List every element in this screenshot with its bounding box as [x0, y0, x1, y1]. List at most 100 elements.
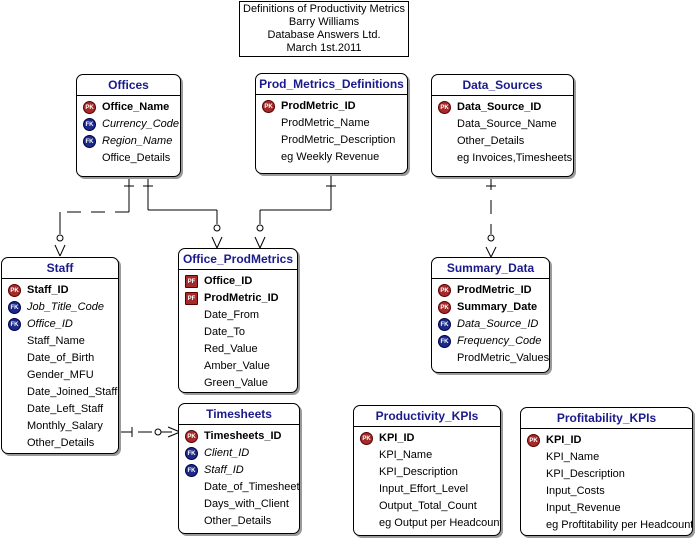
- office-prodmetrics-key-label: Office_ID: [204, 275, 253, 287]
- summary-data-key-label: Frequency_Code: [457, 335, 542, 347]
- timesheets-attribute: Date_of_Timesheet: [204, 481, 300, 493]
- foreign-key-icon: FK: [185, 447, 198, 460]
- summary-data-key-row: FK Frequency_Code: [432, 333, 549, 350]
- office-prodmetrics-attribute: Date_To: [204, 326, 245, 338]
- foreign-key-icon: FK: [438, 318, 451, 331]
- summary-data-key-label: Summary_Date: [457, 301, 538, 313]
- productivity-kpis-attribute: Output_Total_Count: [379, 500, 477, 512]
- staff-entity-title: Staff: [2, 258, 118, 279]
- title-line-2: Barry Williams: [288, 16, 360, 28]
- title-line-4: March 1st.2011: [286, 42, 362, 54]
- summary-data-key-label: Data_Source_ID: [457, 318, 539, 330]
- foreign-key-icon: FK: [8, 318, 21, 331]
- offices-entity-title: Offices: [77, 75, 180, 96]
- staff-key-label: Office_ID: [27, 318, 73, 330]
- data-sources-attribute: Data_Source_Name: [457, 118, 557, 130]
- foreign-key-icon: FK: [438, 335, 451, 348]
- office-prodmetrics-key-row: PF ProdMetric_ID: [179, 290, 297, 307]
- office-prodmetrics-attribute: Green_Value: [204, 377, 269, 389]
- timesheets-key-label: Staff_ID: [204, 464, 244, 476]
- offices-key-label: Region_Name: [102, 135, 173, 147]
- title-line-3: Database Answers Ltd.: [267, 29, 381, 41]
- timesheets-attribute: Other_Details: [204, 515, 272, 527]
- productivity-kpis-key-row: PK KPI_ID: [354, 430, 500, 447]
- productivity-kpis-attribute: KPI_Description: [379, 466, 458, 478]
- summary-data-key-row: PK Summary_Date: [432, 299, 549, 316]
- productivity-kpis-attribute: Input_Effort_Level: [379, 483, 469, 495]
- profitability-kpis-key-label: KPI_ID: [546, 434, 582, 446]
- prod-metrics-definitions-key-row: PK ProdMetric_ID: [256, 98, 407, 115]
- foreign-key-icon: FK: [185, 464, 198, 477]
- offices-key-label: Office_Name: [102, 101, 170, 113]
- staff-attribute: Date_Joined_Staff: [27, 386, 118, 398]
- primary-key-icon: PK: [438, 284, 451, 297]
- staff-attribute: Gender_MFU: [27, 369, 94, 381]
- offices-officeprodmetrics-relationship: [143, 176, 223, 249]
- office-prodmetrics-attribute: Red_Value: [204, 343, 258, 355]
- prod-metrics-definitions-key-label: ProdMetric_ID: [281, 100, 356, 112]
- office-prodmetrics-attribute: Date_From: [204, 309, 260, 321]
- primary-key-icon: PK: [527, 434, 540, 447]
- primary-key-icon: PK: [438, 301, 451, 314]
- summary-data-key-row: FK Data_Source_ID: [432, 316, 549, 333]
- staff-key-row: PK Staff_ID: [2, 282, 118, 299]
- staff-key-row: FK Job_Title_Code: [2, 299, 118, 316]
- data-sources-entity-title: Data_Sources: [432, 75, 573, 96]
- productivity-kpis-attribute: KPI_Name: [379, 449, 433, 461]
- staff-attribute: Staff_Name: [27, 335, 85, 347]
- primary-key-icon: PK: [262, 100, 275, 113]
- staff-key-row: FK Office_ID: [2, 316, 118, 333]
- primary-key-icon: PK: [8, 284, 21, 297]
- foreign-key-icon: FK: [8, 301, 21, 314]
- office-prodmetrics-attribute: Amber_Value: [204, 360, 270, 372]
- timesheets-key-label: Timesheets_ID: [204, 430, 282, 442]
- primary-foreign-key-icon: PF: [185, 292, 198, 305]
- title-line-1: Definitions of Productivity Metrics: [243, 3, 405, 15]
- primary-key-icon: PK: [83, 101, 96, 114]
- profitability-kpis-attribute: KPI_Description: [546, 468, 625, 480]
- summary-data-key-label: ProdMetric_ID: [457, 284, 532, 296]
- foreign-key-icon: FK: [83, 135, 96, 148]
- offices-key-row: PK Office_Name: [77, 99, 180, 116]
- profitability-kpis-key-row: PK KPI_ID: [521, 432, 692, 449]
- data-sources-attribute: Other_Details: [457, 135, 525, 147]
- prod-metrics-definitions-attribute: ProdMetric_Name: [281, 117, 370, 129]
- offices-key-row: FK Region_Name: [77, 133, 180, 150]
- staff-key-label: Job_Title_Code: [27, 301, 104, 313]
- staff-key-label: Staff_ID: [27, 284, 69, 296]
- timesheets-attribute: Days_with_Client: [204, 498, 289, 510]
- office-prodmetrics-key-label: ProdMetric_ID: [204, 292, 279, 304]
- staff-attribute: Monthly_Salary: [27, 420, 103, 432]
- productivity-kpis-attribute: eg Output per Headcount: [379, 517, 501, 529]
- foreign-key-icon: FK: [83, 118, 96, 131]
- productivity-kpis-key-label: KPI_ID: [379, 432, 415, 444]
- primary-key-icon: PK: [360, 432, 373, 445]
- profitability-kpis-entity-title: Profitability_KPIs: [521, 408, 692, 429]
- summary-data-key-row: PK ProdMetric_ID: [432, 282, 549, 299]
- timesheets-entity-title: Timesheets: [179, 404, 299, 425]
- prod-metrics-definitions-attribute: ProdMetric_Description: [281, 134, 396, 146]
- staff-timesheets-relationship: [118, 426, 181, 438]
